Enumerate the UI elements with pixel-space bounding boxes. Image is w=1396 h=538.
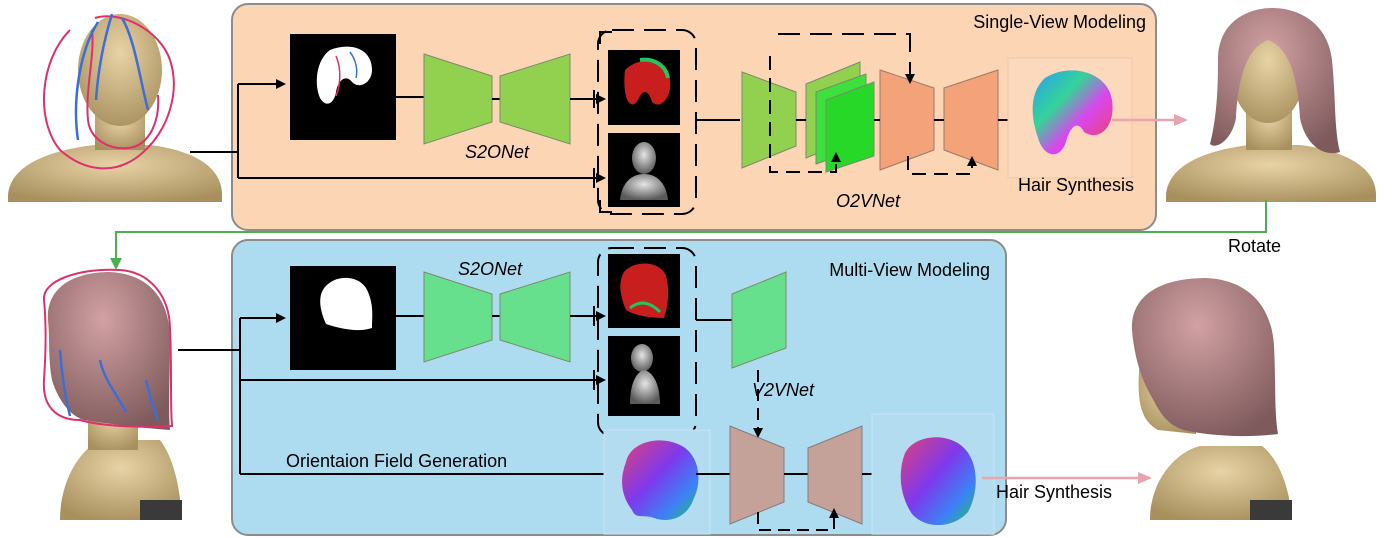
sketch-mask-bottom (290, 266, 396, 370)
result-bust-front (1166, 8, 1376, 202)
hair-volume-top (1007, 57, 1133, 179)
orientation-map-top (608, 50, 680, 125)
orientation-field-volume (603, 429, 711, 535)
rotate-label: Rotate (1228, 236, 1281, 256)
o2vnet-label: O2VNet (836, 191, 901, 211)
depth-map-bottom (608, 336, 680, 416)
hair-synthesis-top-label: Hair Synthesis (1018, 175, 1134, 195)
s2onet-top-label: S2ONet (465, 142, 530, 162)
s2onet-top (423, 53, 571, 145)
v2vnet-label: V2VNet (752, 380, 815, 400)
depth-map-top (608, 133, 680, 207)
hair-synthesis-bottom-label: Hair Synthesis (996, 482, 1112, 502)
single-view-title: Single-View Modeling (973, 12, 1146, 32)
sketch-mask-top (290, 34, 396, 140)
orientation-map-bottom (608, 254, 680, 328)
v2vnet-decoder (729, 425, 863, 525)
s2onet-bottom (423, 271, 571, 363)
input-sketch-bust-front (8, 13, 222, 202)
s2onet-bottom-label: S2ONet (458, 259, 523, 279)
hair-volume-bottom (871, 413, 995, 535)
orientation-field-label: Orientaion Field Generation (286, 451, 507, 471)
input-sketch-bust-side (42, 268, 182, 520)
result-bust-side (1131, 278, 1292, 520)
v2vnet-encoder (731, 271, 787, 369)
multi-view-title: Multi-View Modeling (829, 260, 990, 280)
o2vnet (741, 61, 999, 173)
